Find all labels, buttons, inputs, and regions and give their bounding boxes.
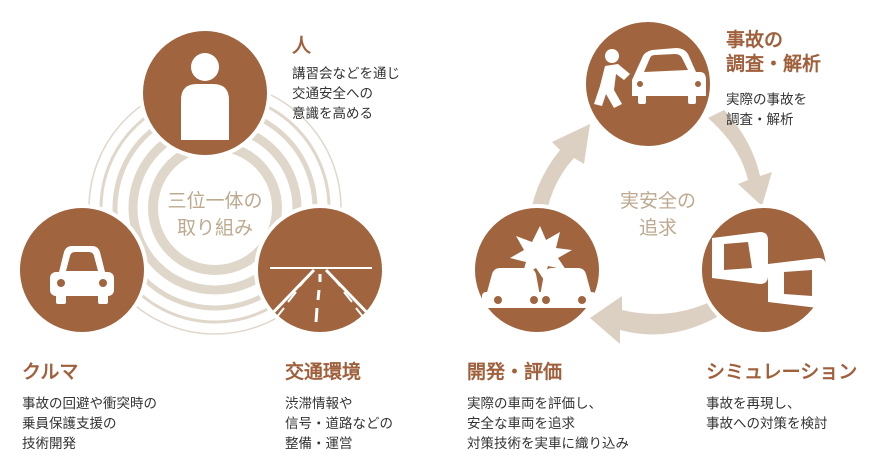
investigation-desc-line-1: 実際の事故を [726,92,807,108]
simulation-desc-line-2: 事故への対策を検討 [706,416,828,432]
investigation-title: 事故の 調査・解析 [726,28,821,76]
development-description: 実際の車両を評価し、 安全な車両を追求 対策技術を実車に織り込み [467,394,629,454]
simulation-node [698,204,830,336]
investigation-title-line-2: 調査・解析 [726,53,822,75]
right-center-line-1: 実安全の [619,190,696,212]
car-title: クルマ [22,361,79,383]
arrow-left [512,124,590,230]
arrow-bottom [590,296,722,344]
left-center-line-2: 取り組み [176,217,253,239]
car-description: 事故の回避や衝突時の 乗員保護支援の 技術開発 [22,394,157,454]
person-description: 講習会などを通じ 交通安全への 意識を高める [292,64,400,124]
simulation-description: 事故を再現し、 事故への対策を検討 [706,394,828,434]
car-desc-line-2: 乗員保護支援の [22,416,117,432]
person-desc-line-1: 講習会などを通じ [292,66,400,82]
road-icon [262,267,378,324]
road-title: 交通環境 [285,361,362,383]
development-desc-line-1: 実際の車両を評価し、 [467,396,602,412]
car-desc-line-3: 技術開発 [22,436,76,452]
person-desc-line-3: 意識を高める [292,106,373,122]
person-node [139,27,271,159]
investigation-description: 実際の事故を 調査・解析 [726,90,807,130]
person-icon [181,53,229,140]
person-title: 人 [292,35,312,57]
left-center-label: 三位一体の 取り組み [150,188,280,242]
simulation-title: シミュレーション [706,361,858,383]
road-desc-line-3: 整備・運営 [285,436,353,452]
investigation-desc-line-2: 調査・解析 [726,112,794,128]
development-desc-line-3: 対策技術を実車に織り込み [467,436,629,452]
simulation-desc-line-1: 事故を再現し、 [706,396,801,412]
left-center-line-1: 三位一体の [167,190,263,212]
cycle-arrows [512,110,772,344]
development-desc-line-2: 安全な車両を追求 [467,416,575,432]
investigation-title-line-1: 事故の [726,29,784,51]
development-node [471,204,603,336]
car-desc-line-1: 事故の回避や衝突時の [22,396,157,412]
investigation-node [582,18,714,150]
development-title: 開発・評価 [467,361,563,383]
right-center-line-2: 追求 [638,217,677,239]
person-desc-line-2: 交通安全への [292,86,373,102]
crash-evaluation-icon [482,226,596,308]
road-description: 渋滞情報や 信号・道路などの 整備・運営 [285,394,393,454]
road-node [254,204,386,336]
arrow-top-right [708,110,772,206]
road-desc-line-2: 信号・道路などの [285,416,393,432]
right-center-label: 実安全の 追求 [598,188,718,242]
road-desc-line-1: 渋滞情報や [285,396,353,412]
car-node [16,204,148,336]
